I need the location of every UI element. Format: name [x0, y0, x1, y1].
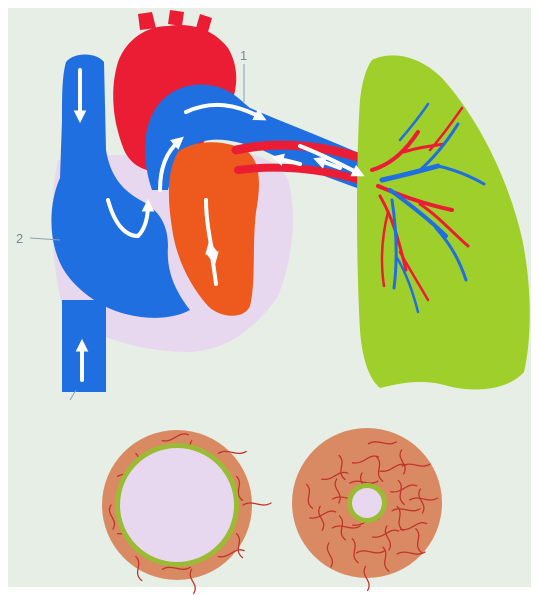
callout-label-1: 1 [240, 48, 247, 63]
aortic-branch-2 [168, 10, 184, 26]
vessel-lumen [120, 448, 234, 562]
callout-label-2: 2 [16, 231, 23, 246]
vessel-lumen [352, 488, 382, 518]
